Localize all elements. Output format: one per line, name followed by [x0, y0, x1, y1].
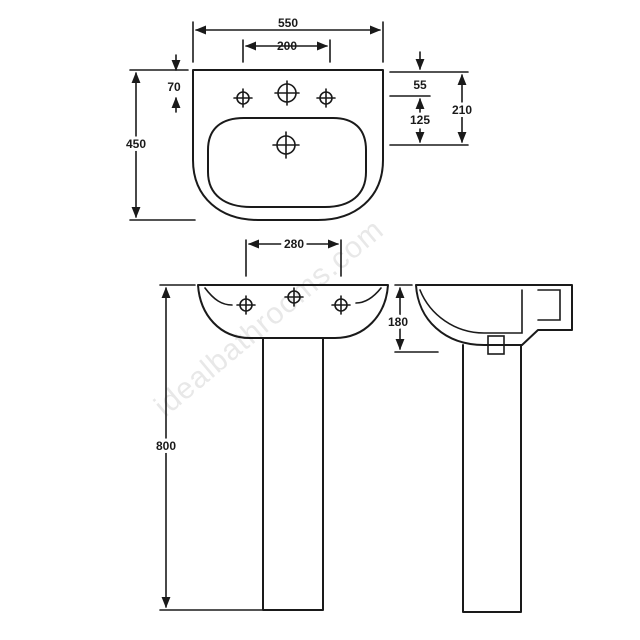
- tap-hole-right-icon: [316, 88, 336, 108]
- bowl-outline-plan: [207, 117, 367, 208]
- dim-label-210: 210: [452, 103, 472, 117]
- waste-trap-side: [487, 335, 505, 355]
- plan-view: 550 200 70 450 55 125 210: [123, 16, 475, 221]
- front-view: 280 800: [153, 234, 389, 611]
- bowl-inner-side: [419, 289, 523, 334]
- side-view: 180: [385, 284, 573, 613]
- tap-hole-centre-icon: [274, 80, 300, 106]
- front-tap-left-icon: [236, 295, 256, 315]
- wall-bracket-side: [537, 289, 561, 321]
- dim-label-800: 800: [156, 439, 176, 453]
- dim-label-200: 200: [277, 39, 297, 53]
- pedestal-side: [462, 344, 522, 613]
- dim-label-280: 280: [284, 237, 304, 251]
- front-tap-centre-icon: [284, 287, 304, 307]
- dim-label-70: 70: [167, 80, 181, 94]
- dim-label-550: 550: [278, 16, 298, 30]
- basin-outline-side: [415, 284, 573, 346]
- bowl-inner-front: [204, 287, 382, 306]
- tap-hole-left-icon: [233, 88, 253, 108]
- front-tap-right-icon: [331, 295, 351, 315]
- dim-label-55: 55: [413, 78, 427, 92]
- basin-outline-plan: [192, 69, 384, 221]
- basin-outline-front: [197, 284, 389, 339]
- pedestal-front: [262, 337, 324, 611]
- dim-label-450: 450: [126, 137, 146, 151]
- waste-hole-icon: [272, 131, 300, 159]
- dim-label-180: 180: [388, 315, 408, 329]
- dim-label-125: 125: [410, 113, 430, 127]
